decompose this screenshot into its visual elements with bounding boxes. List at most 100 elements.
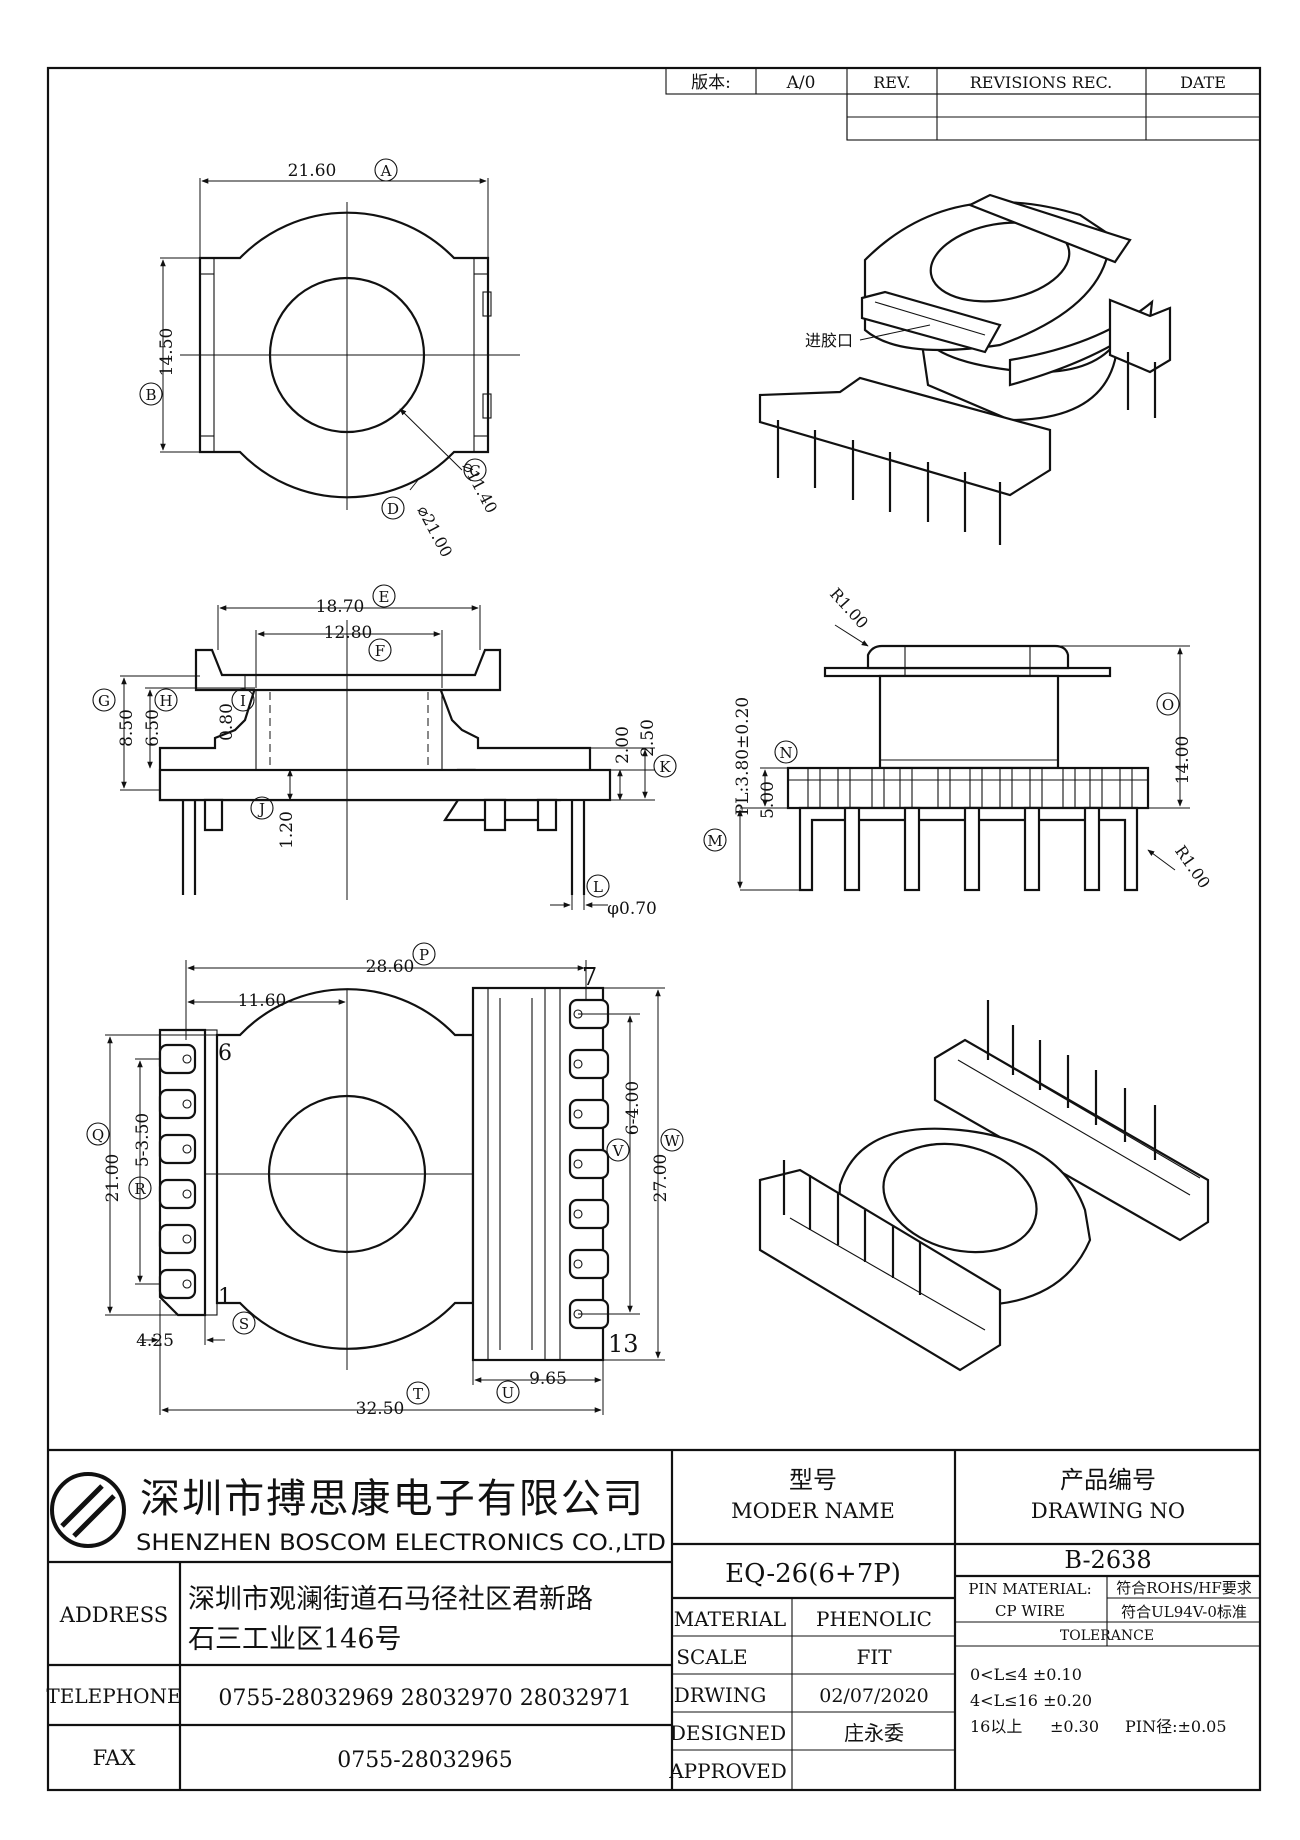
address-line2: 石三工业区146号 [188,1624,402,1655]
dim-t-value: 32.50 [356,1399,405,1419]
dim-p-letter: P [419,946,429,964]
scale-value: FIT [856,1645,892,1669]
bottom-view: 6 1 7 13 28.60 P 11.60 21.00 Q 5-3.50 R … [86,942,684,1419]
dim-a-value: 21.60 [288,161,337,181]
dim-h-letter: H [159,692,172,710]
scale-label: SCALE [676,1645,747,1669]
tolerance-row2: 4<L≤16 ±0.20 [970,1691,1092,1710]
dim-j-letter: J [257,800,265,818]
injection-port-label: 进胶口 [805,331,853,350]
dim-o-letter: O [1162,696,1174,714]
revision-table: 版本: A/0 REV. REVISIONS REC. DATE [665,67,1261,141]
designed-value: 庄永委 [844,1721,904,1745]
dim-a-letter: A [380,162,392,180]
dim-r-value: 5-3.50 [133,1113,153,1167]
dim-b-letter: B [145,386,156,404]
company-name-cn: 深圳市搏思康电子有限公司 [140,1476,645,1522]
dim-r-letter: R [134,1180,146,1198]
model-label-cn: 型号 [789,1466,837,1494]
dim-k-letter: K [659,758,671,776]
dim-f-value: 12.80 [324,623,373,643]
pin-label-1: 1 [218,1285,232,1310]
dim-m-letter: M [707,832,722,850]
telephone-label: TELEPHONE [46,1684,181,1708]
dim-i-value: 0.80 [217,703,237,741]
drawing-label-cn: 产品编号 [1060,1466,1156,1494]
revisions-label: REVISIONS REC. [970,73,1113,92]
drawing-by-label: DRWING [674,1683,767,1707]
top-view: 21.60 A 14.50 B ⌀11.40 C ⌀21.00 D [139,158,520,560]
drawing-date: 02/07/2020 [819,1685,929,1707]
pin-label-13: 13 [608,1330,639,1358]
model-value: EQ-26(6+7P) [725,1559,901,1589]
dim-n-letter: N [779,744,792,762]
dim-w-value: 27.00 [651,1154,671,1203]
dim-t-letter: T [413,1385,423,1403]
rev-version-label: 版本: [691,73,731,93]
dim-l-letter: L [593,878,603,896]
pin-material-value: CP WIRE [995,1602,1065,1620]
designed-label: DESIGNED [670,1721,786,1745]
title-block: 深圳市搏思康电子有限公司 SHENZHEN BOSCOM ELECTRONICS… [46,1448,1260,1790]
approved-label: APPROVED [668,1759,787,1783]
model-label-en: MODER NAME [731,1499,895,1523]
company-name-en: SHENZHEN BOSCOM ELECTRONICS CO.,LTD [136,1531,666,1556]
dim-q-letter: Q [92,1126,104,1144]
dim-f-letter: F [375,642,385,660]
dim-g-value: 8.50 [117,709,137,747]
tolerance-pin: PIN径:±0.05 [1125,1717,1227,1736]
pin-label-6: 6 [218,1041,232,1066]
rev-label: REV. [873,73,911,92]
dim-b-value: 14.50 [157,328,177,377]
dim-s-letter: S [239,1315,249,1333]
fax-label: FAX [93,1746,136,1770]
address-label: ADDRESS [59,1603,168,1627]
sheet-border [46,66,1262,1792]
dim-u-letter: U [502,1384,515,1402]
rev-version-value: A/0 [786,73,816,93]
address-line1: 深圳市观澜街道石马径社区君新路 [188,1584,593,1615]
fax-value: 0755-28032965 [337,1748,512,1773]
dim-v-value: 6-4.00 [623,1081,643,1135]
dim-h-value: 6.50 [143,709,163,747]
dim-r1-top: R1.00 [826,584,872,632]
dim-k-value: 2.50 [638,719,658,757]
dim-e-letter: E [379,588,390,606]
compliance-rohs: 符合ROHS/HF要求 [1116,1579,1252,1597]
dim-n-value: 5.00 [758,781,778,819]
telephone-value: 0755-28032969 28032970 28032971 [218,1686,631,1711]
iso-view-bottom [758,1000,1210,1372]
pin-label-7: 7 [582,963,597,991]
dim-i-letter: I [240,692,246,710]
dim-j-value: 1.20 [277,811,297,849]
dim-g-letter: G [98,692,110,710]
tolerance-row3-value: ±0.30 [1050,1717,1099,1736]
date-label: DATE [1180,73,1226,92]
dim-p-value: 28.60 [366,957,415,977]
pin-material-label: PIN MATERIAL: [968,1580,1091,1598]
dim-p2-value: 11.60 [238,991,287,1011]
dim-v-letter: V [612,1142,625,1160]
dim-m-value: PL:3.80±0.20 [733,697,753,815]
dim-r1-bottom: R1.00 [1171,842,1214,892]
dim-d-letter: D [387,500,399,518]
dim-d-value: ⌀21.00 [413,502,456,560]
dim-s-value: 4.25 [136,1331,174,1351]
company-logo [50,1472,126,1548]
drawing-number: B-2638 [1064,1546,1151,1574]
compliance-ul: 符合UL94V-0标准 [1121,1603,1247,1621]
material-value: PHENOLIC [816,1607,932,1631]
iso-bottom-pins [782,1000,1157,1295]
iso-top-pins [776,352,1157,545]
front-view: 18.70 E 12.80 F 8.50 G 6.50 H 0.80 I 1.2… [92,584,677,919]
tolerance-row1: 0<L≤4 ±0.10 [970,1665,1082,1684]
dim-u-value: 9.65 [529,1369,567,1389]
dim-q-value: 21.00 [103,1154,123,1203]
dim-k2-value: 2.00 [613,726,633,764]
material-label: MATERIAL [674,1607,786,1631]
dim-c-letter: C [469,462,480,480]
dim-w-letter: W [664,1132,680,1150]
drawing-label-en: DRAWING NO [1031,1499,1185,1523]
tolerance-row3-range: 16以上 [970,1717,1022,1736]
